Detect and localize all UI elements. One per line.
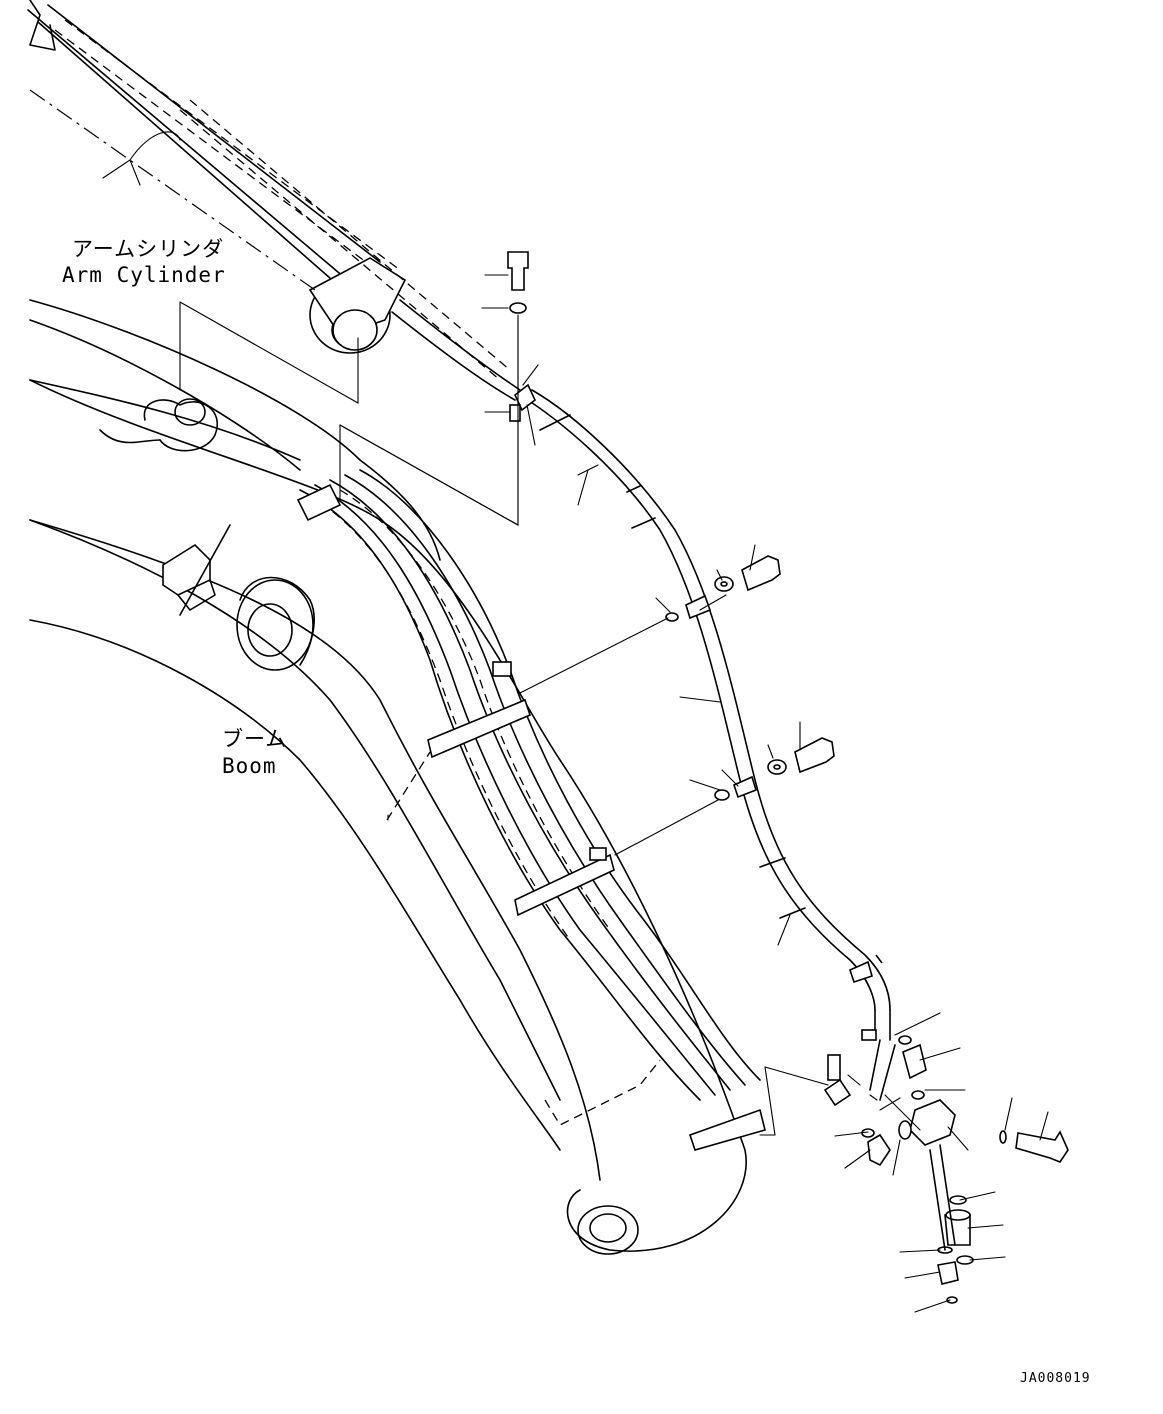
boom-hose-bundle (296, 469, 766, 1151)
boom-boss (236, 576, 315, 671)
fittings-lower (823, 954, 1069, 1304)
hose-markers (539, 414, 806, 946)
arm-cylinder (27, 0, 407, 354)
leader-lines-lower (759, 1012, 1049, 1313)
label-arm-cylinder: アームシリンダ Arm Cylinder (62, 237, 226, 287)
clamp-middle-1 (519, 544, 781, 694)
label-boom: ブーム Boom (222, 727, 287, 778)
hose-line-right (519, 389, 896, 1101)
boom-label-jp: ブーム (222, 727, 287, 751)
boom-label-en: Boom (222, 754, 277, 778)
clamp-top (484, 364, 539, 446)
drawing-code: JA008019 (1020, 1371, 1091, 1386)
arm-cylinder-label-en: Arm Cylinder (62, 263, 226, 287)
bracket-block (162, 524, 231, 616)
arm-cylinder-foot (99, 398, 218, 452)
arm-cylinder-hoses (179, 99, 521, 401)
callout-lines (179, 301, 519, 821)
boom-structure (29, 299, 747, 1255)
clamp-middle-2 (614, 721, 835, 856)
arm-cylinder-label-jp: アームシリンダ (72, 237, 224, 261)
